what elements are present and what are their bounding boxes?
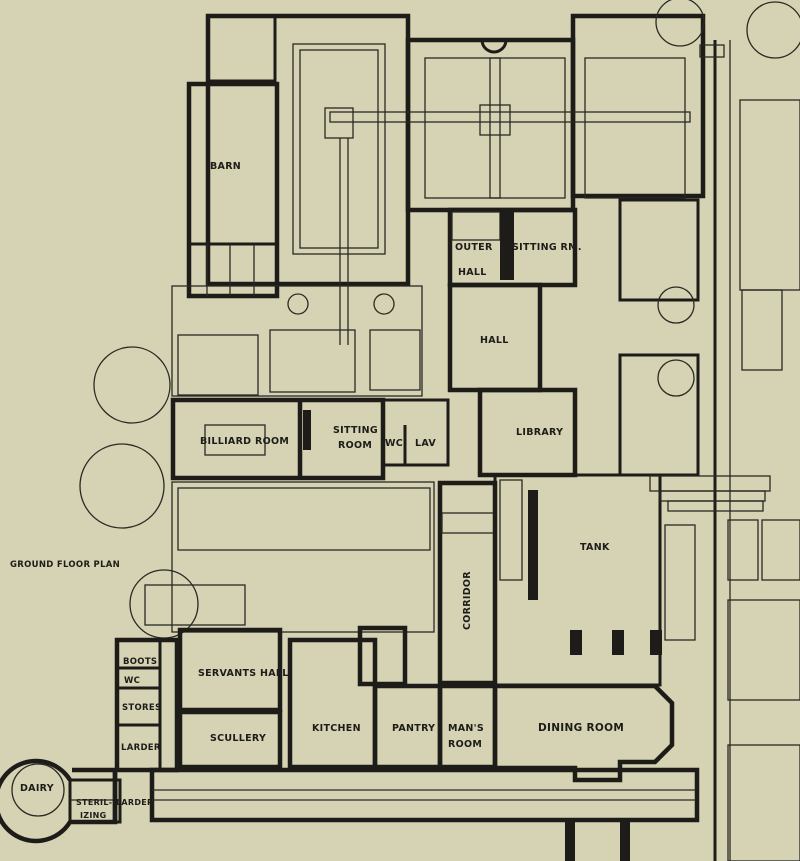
room-label-sitting-room: SITTING [333,425,378,436]
room-label-dining-room: DINING ROOM [538,722,624,734]
room-label-dairy: DAIRY [20,783,54,794]
room-label-barn: BARN [210,161,241,172]
room-label-larder: LARDER [121,743,161,753]
room-label-sterilizing: STERIL- [76,798,112,807]
room-label-lav: LAV [415,438,436,449]
room-label-corridor: CORRIDOR [462,571,473,630]
room-label-outer-hall: OUTER [455,242,493,253]
room-label-wc: WC [385,438,403,449]
room-label-mans-room: ROOM [448,739,482,750]
room-label-tank: TANK [580,542,610,553]
room-label-mans-room: MAN'S [448,723,484,734]
room-label-boots: BOOTS [123,657,157,667]
room-label-library: LIBRARY [516,427,563,438]
room-label-scullery: SCULLERY [210,733,266,744]
room-label-sitting-room: ROOM [338,440,372,451]
room-label-hall: HALL [480,335,509,346]
room-label-sterilizing: IZING [80,811,107,820]
room-label-servants-hall: SERVANTS HALL [198,668,289,679]
room-label-larder-small: LARDER [116,798,154,807]
room-label-billiard-room: BILLIARD ROOM [200,436,289,447]
room-label-sitting-rm: SITTING RM. [512,242,582,253]
room-label-stores: STORES [122,703,161,713]
plan-title: GROUND FLOOR PLAN [10,560,120,570]
room-label-kitchen: KITCHEN [312,723,361,734]
room-label-wc: WC [124,676,140,686]
room-label-pantry: PANTRY [392,723,435,734]
room-label-outer-hall: HALL [458,267,487,278]
